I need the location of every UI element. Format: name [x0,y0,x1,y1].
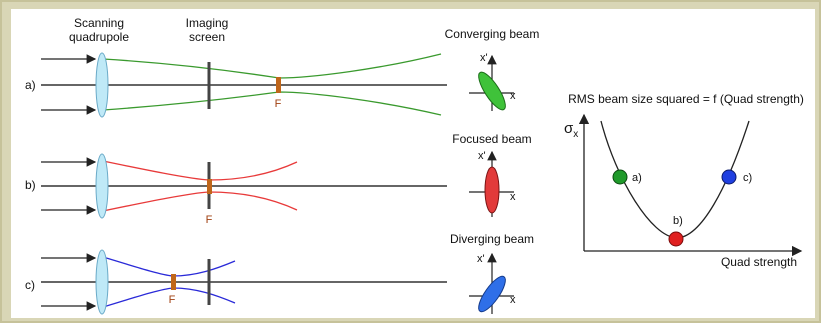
imaging-screen-label-2: screen [189,30,225,44]
phase-converging-x-label: x [510,90,516,102]
phase-focused-xp-label: x' [478,150,486,162]
imaging-screen-label-1: Imaging [186,16,229,30]
rms-graph-point-a-label: a) [632,172,642,184]
row-a-beam-envelope-bottom [102,91,442,116]
phase-space-focused: Focused beam x' x [452,132,532,217]
rms-graph-x-label: Quad strength [721,255,797,269]
phase-diverging-ellipse [478,275,506,313]
scanning-quadrupole-label-1: Scanning [74,16,124,30]
row-b-quadrupole-lens [95,153,109,219]
rms-graph-point-a [612,169,628,185]
row-a: a) F [25,52,447,118]
row-b-beam-envelope-top [102,160,298,181]
rms-graph-point-c-label: c) [743,172,752,184]
rms-graph-point-b-label: b) [673,215,683,227]
row-c-label: c) [25,278,35,292]
rms-graph-y-label-main: σ [564,120,574,137]
row-b-focus-label: F [206,214,213,226]
row-b: b) F [25,153,447,226]
row-a-focus-marker [276,77,281,93]
figure-panel: Scanning quadrupole Imaging screen a) F … [11,9,815,318]
phase-space-converging: Converging beam x' x [445,27,540,111]
rms-graph-y-label: σx [564,120,578,140]
row-b-beam-envelope-bottom [102,191,298,212]
phase-converging-xp-label: x' [480,52,488,64]
rms-graph: RMS beam size squared = f (Quad strength… [564,92,804,269]
phase-converging-ellipse [478,71,506,111]
row-b-focus-marker [207,179,212,194]
rms-graph-point-b [668,231,684,247]
phase-diverging-title: Diverging beam [450,232,534,246]
phase-diverging-x-label: x [510,294,516,306]
phase-converging-title: Converging beam [445,27,540,41]
beam-focusing-diagram: Scanning quadrupole Imaging screen a) F … [25,16,804,315]
row-a-label: a) [25,78,36,92]
phase-focused-ellipse [484,166,500,214]
row-c-focus-marker [171,274,176,290]
phase-focused-title: Focused beam [452,132,531,146]
row-c-focus-label: F [169,294,176,306]
row-c-beam-envelope-top [102,256,236,277]
phase-focused-x-label: x [510,191,516,203]
row-b-label: b) [25,178,36,192]
rms-graph-point-c [721,169,737,185]
row-c-quadrupole-lens [95,249,109,315]
rms-graph-y-label-sub: x [573,129,578,140]
rms-graph-title: RMS beam size squared = f (Quad strength… [568,92,804,106]
row-a-focus-label: F [275,98,282,110]
phase-diverging-xp-label: x' [477,253,485,265]
row-a-beam-envelope-top [102,53,442,79]
row-a-quadrupole-lens [95,52,109,118]
phase-space-diverging: Diverging beam x' x [450,232,534,314]
row-c: c) F [25,249,447,315]
scanning-quadrupole-label-2: quadrupole [69,30,129,44]
